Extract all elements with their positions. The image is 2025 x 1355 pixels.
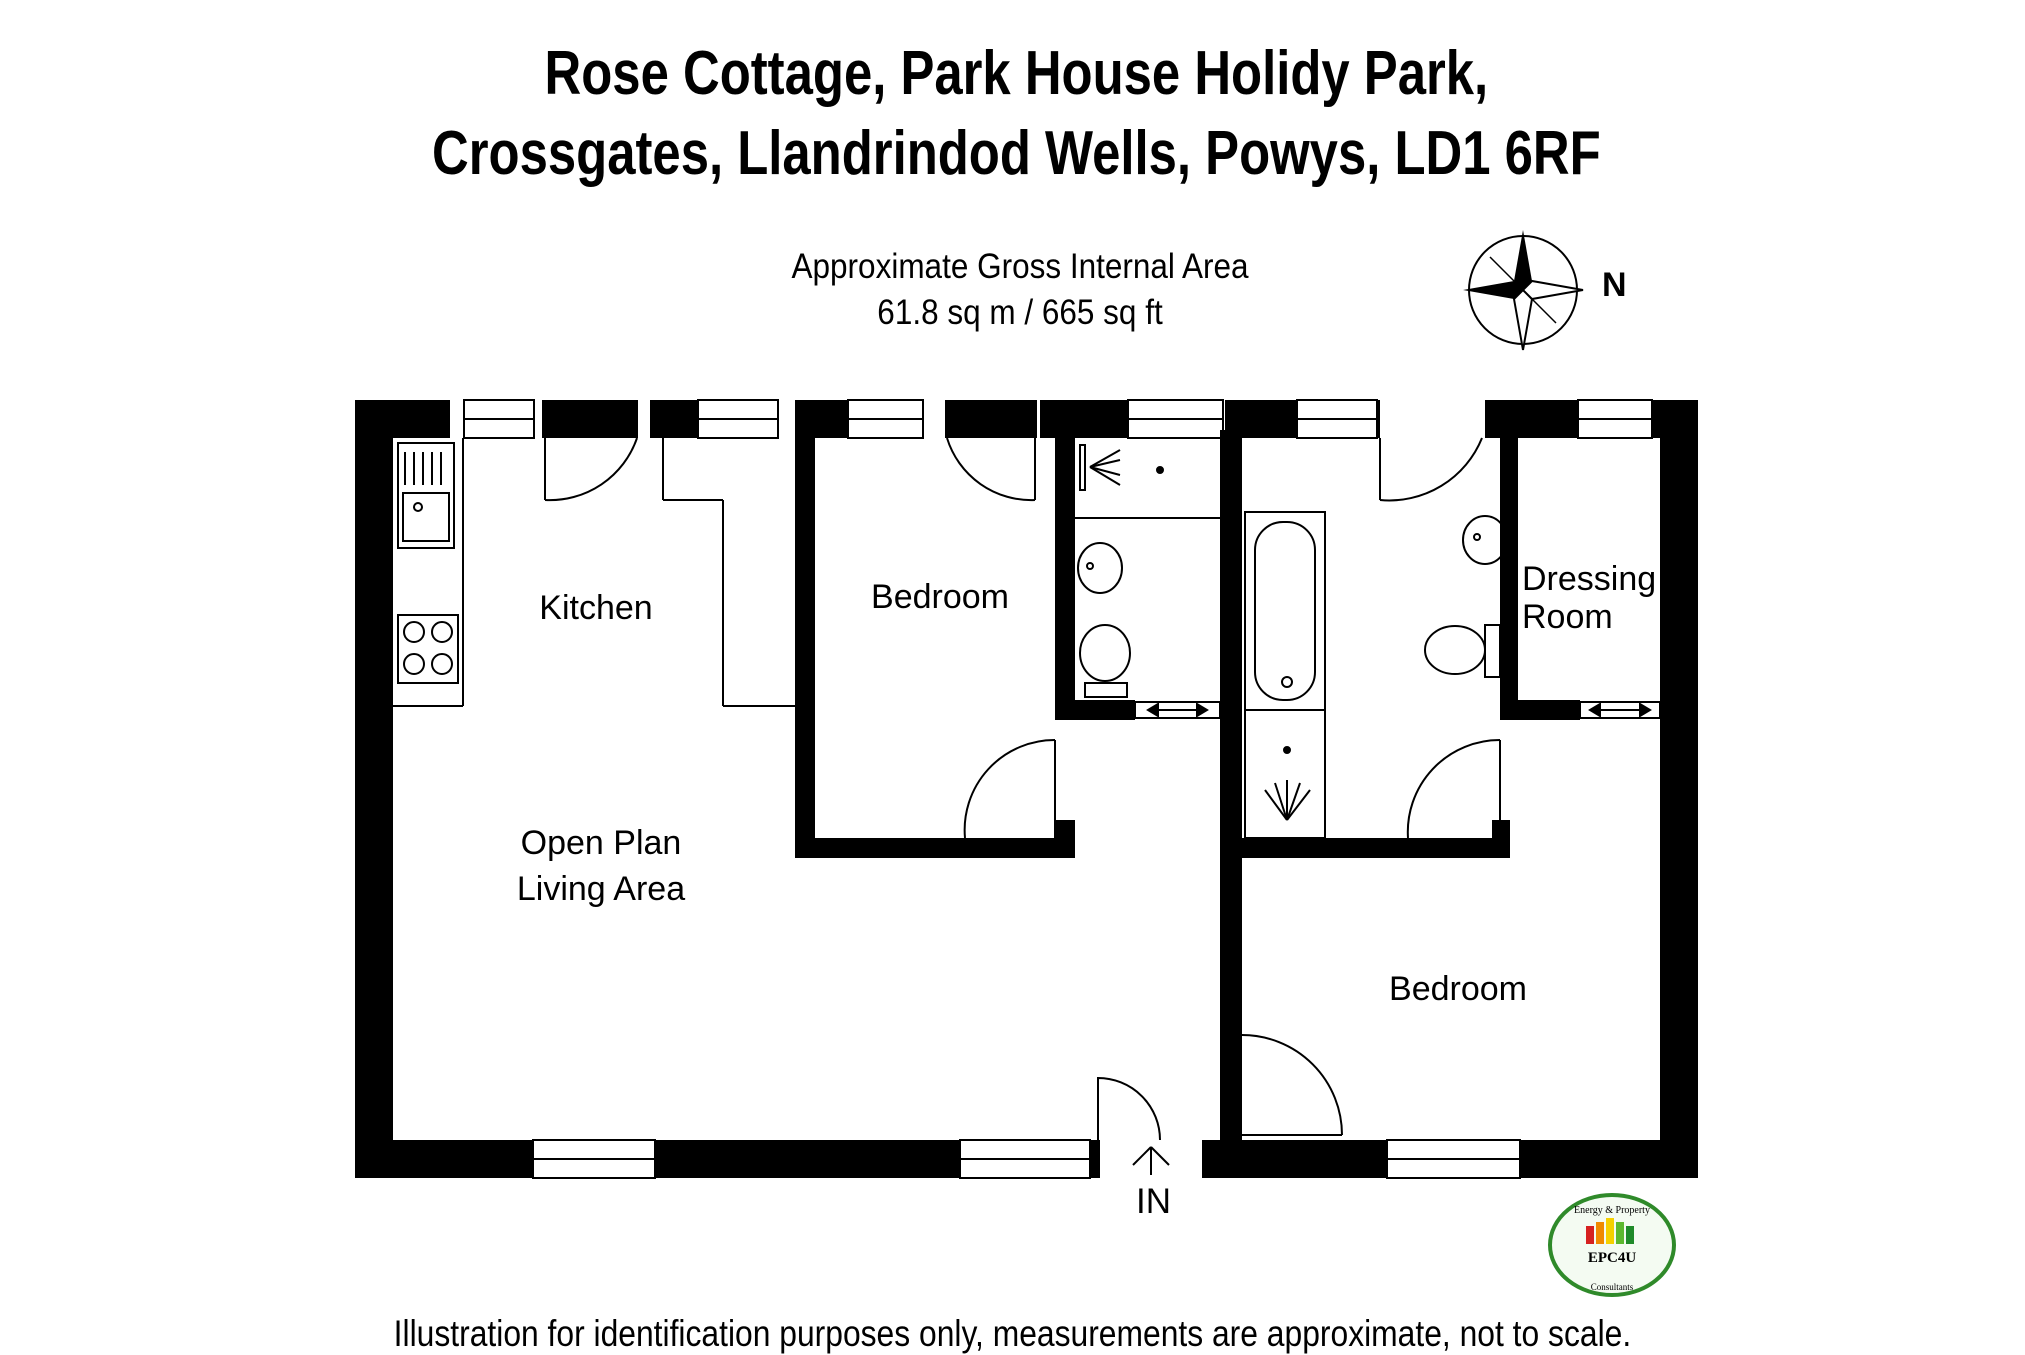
logo-brand: EPC4U (1588, 1250, 1637, 1266)
title-line-1: Rose Cottage, Park House Holidy Park, (544, 39, 1489, 108)
room-label-kitchen: Kitchen (539, 589, 652, 627)
area-label: Approximate Gross Internal Area (791, 247, 1249, 286)
north-label: N (1602, 266, 1627, 304)
bathroom-fixtures (1244, 511, 1508, 839)
ensuite-1-fixtures (1075, 444, 1220, 698)
outer-walls (355, 400, 1698, 1178)
room-label-open-plan-line2: Living Area (517, 870, 685, 908)
title-line-2: Crossgates, Llandrindod Wells, Powys, LD… (432, 119, 1601, 188)
room-label-bedroom-1: Bedroom (871, 578, 1009, 616)
area-value: 61.8 sq m / 665 sq ft (877, 293, 1163, 332)
room-label-bedroom-2: Bedroom (1389, 970, 1527, 1008)
compass-rose-icon (1463, 230, 1584, 351)
room-label-open-plan-line1: Open Plan (521, 824, 682, 862)
kitchen-sink-icon (397, 442, 455, 549)
entrance-arrow-icon (1132, 1146, 1170, 1175)
hob-icon (397, 614, 459, 684)
kitchen-partition (393, 438, 795, 707)
pocket-doors (1134, 701, 1661, 719)
epc4u-logo: Energy & Property EPC4U Consultants (1548, 1193, 1676, 1297)
svg-text:Energy & Property: Energy & Property (1574, 1205, 1650, 1216)
room-label-dressing-line2: Room (1522, 598, 1613, 636)
svg-text:Consultants: Consultants (1591, 1282, 1634, 1292)
room-label-dressing-line1: Dressing (1522, 560, 1656, 598)
disclaimer: Illustration for identification purposes… (393, 1313, 1632, 1354)
door-swings (544, 437, 1501, 1141)
entrance-label: IN (1136, 1182, 1171, 1221)
windows (463, 399, 1653, 1179)
interior-walls (795, 430, 1580, 1140)
